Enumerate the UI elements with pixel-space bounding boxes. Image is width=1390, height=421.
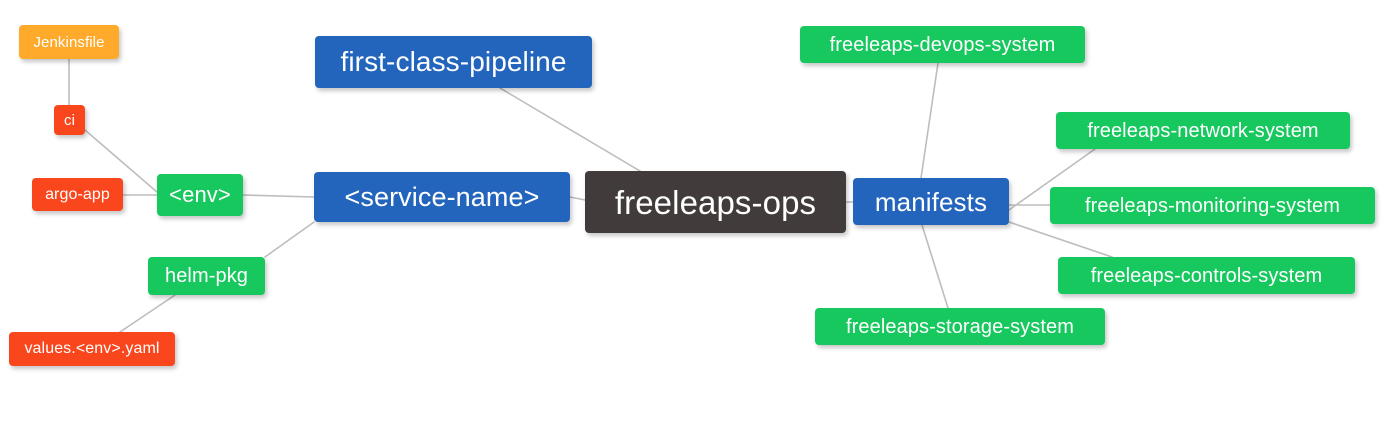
- node-freeleaps-monitoring-system[interactable]: freeleaps-monitoring-system: [1050, 187, 1375, 224]
- node-label-jenkinsfile: Jenkinsfile: [33, 33, 105, 51]
- node-manifests[interactable]: manifests: [853, 178, 1009, 225]
- node-service-name[interactable]: <service-name>: [314, 172, 570, 222]
- node-jenkinsfile[interactable]: Jenkinsfile: [19, 25, 119, 59]
- edge-helm-pkg-to-values-env-yaml: [119, 294, 176, 333]
- edge-manifests-to-freeleaps-network-system: [1008, 148, 1096, 211]
- edge-first-class-pipeline-to-freeleaps-ops: [499, 87, 641, 172]
- node-label-freeleaps-devops-system: freeleaps-devops-system: [829, 33, 1056, 56]
- edge-service-name-to-freeleaps-ops: [569, 196, 586, 201]
- node-label-first-class-pipeline: first-class-pipeline: [340, 46, 567, 77]
- node-label-ci: ci: [63, 111, 76, 129]
- node-label-env: <env>: [169, 182, 231, 207]
- node-freeleaps-network-system[interactable]: freeleaps-network-system: [1056, 112, 1350, 149]
- edge-ci-to-env: [84, 129, 158, 193]
- node-label-values-env-yaml: values.<env>.yaml: [24, 340, 160, 357]
- node-env[interactable]: <env>: [157, 174, 243, 216]
- node-first-class-pipeline[interactable]: first-class-pipeline: [315, 36, 592, 88]
- node-label-manifests: manifests: [874, 186, 988, 217]
- node-freeleaps-ops[interactable]: freeleaps-ops: [585, 171, 846, 233]
- edge-service-name-to-helm-pkg: [264, 221, 315, 258]
- node-freeleaps-controls-system[interactable]: freeleaps-controls-system: [1058, 257, 1355, 294]
- node-argo-app[interactable]: argo-app: [32, 178, 123, 211]
- node-ci[interactable]: ci: [54, 105, 85, 135]
- node-label-freeleaps-controls-system: freeleaps-controls-system: [1090, 264, 1323, 287]
- edge-manifests-to-freeleaps-controls-system: [1008, 221, 1113, 258]
- node-freeleaps-storage-system[interactable]: freeleaps-storage-system: [815, 308, 1105, 345]
- node-label-service-name: <service-name>: [344, 181, 540, 212]
- node-label-freeleaps-storage-system: freeleaps-storage-system: [845, 315, 1075, 338]
- node-values-env-yaml[interactable]: values.<env>.yaml: [9, 332, 175, 366]
- edge-manifests-to-freeleaps-storage-system: [921, 224, 949, 309]
- edge-env-to-service-name: [242, 194, 315, 198]
- node-helm-pkg[interactable]: helm-pkg: [148, 257, 265, 295]
- node-label-freeleaps-network-system: freeleaps-network-system: [1087, 119, 1319, 142]
- node-label-freeleaps-monitoring-system: freeleaps-monitoring-system: [1084, 194, 1340, 217]
- edge-manifests-to-freeleaps-devops-system: [920, 62, 939, 179]
- node-label-helm-pkg: helm-pkg: [164, 265, 249, 287]
- node-label-freeleaps-ops: freeleaps-ops: [614, 183, 817, 221]
- node-freeleaps-devops-system[interactable]: freeleaps-devops-system: [800, 26, 1085, 63]
- node-label-argo-app: argo-app: [45, 185, 110, 203]
